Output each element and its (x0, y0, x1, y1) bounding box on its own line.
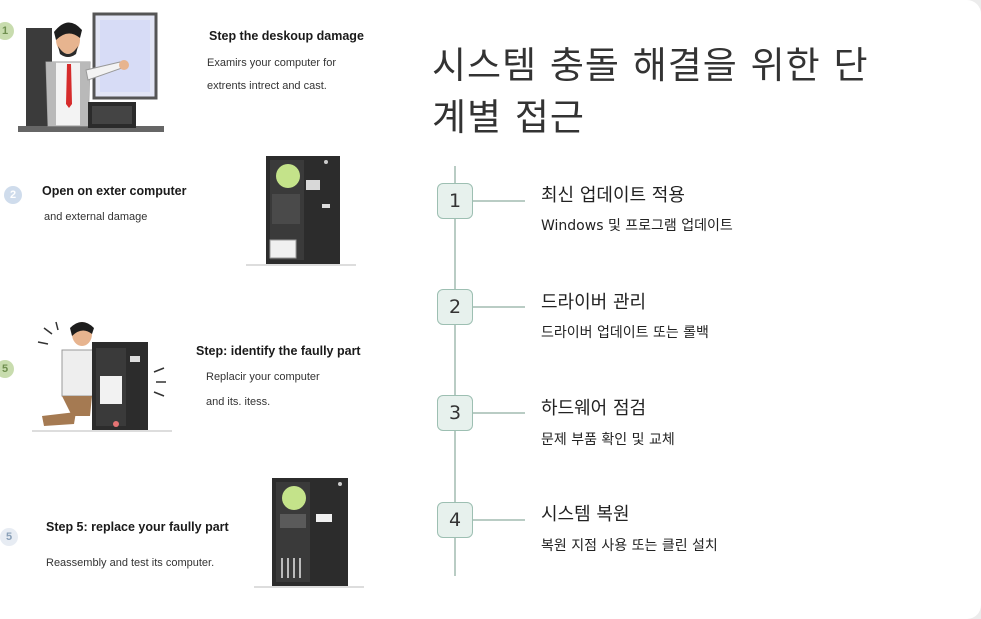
connector-line (473, 200, 525, 202)
page-title-line-2: 계별 접근 (432, 96, 585, 139)
connector-line (473, 306, 525, 308)
illustrated-step-desc: and its. itess. (206, 396, 271, 408)
illustrated-step-desc: Reassembly and test its computer. (46, 557, 215, 569)
illustrated-step-desc: Examirs your computer for (207, 57, 336, 69)
step-description: 드라이버 업데이트 또는 롤백 (541, 325, 709, 341)
step-number-box: 3 (437, 395, 473, 431)
step-title: 시스템 복원 (541, 504, 630, 525)
illustrated-step-title: Step 5: replace your faully part (46, 520, 229, 534)
illustrated-steps: 1 Step the deskoup damage Examirs your (0, 0, 410, 619)
pc-tower-illustration (246, 156, 356, 266)
illustrated-step-title: Step the deskoup damage (209, 29, 364, 43)
step-description: 복원 지점 사용 또는 클린 설치 (541, 538, 718, 554)
page-title-line-1: 시스템 충돌 해결을 위한 단 (432, 44, 869, 87)
page-title: 시스템 충돌 해결을 위한 단 계별 접근 (432, 40, 952, 144)
step-number-badge: 5 (0, 360, 14, 378)
pc-tower-illustration (254, 478, 364, 588)
timeline-line (454, 166, 456, 576)
step-number-badge: 5 (0, 528, 18, 546)
step-title: 하드웨어 점검 (541, 398, 647, 419)
step-number-box: 4 (437, 502, 473, 538)
step-number-box: 2 (437, 289, 473, 325)
step-title: 드라이버 관리 (541, 292, 647, 313)
step-description: 문제 부품 확인 및 교체 (541, 432, 675, 448)
step-number-box: 1 (437, 183, 473, 219)
illustrated-step-title: Step: identify the faully part (196, 344, 361, 358)
step-number-badge: 1 (0, 22, 14, 40)
illustrated-step-desc: and external damage (44, 211, 148, 223)
illustrated-step-title: Open on exter computer (42, 184, 187, 198)
man-presenting-illustration (18, 12, 164, 132)
illustrated-step-desc: Replacir your computer (206, 371, 320, 383)
step-number-badge: 2 (4, 186, 22, 204)
connector-line (473, 412, 525, 414)
step-description: Windows 및 프로그램 업데이트 (541, 218, 733, 234)
illustrated-step-desc: extrents intrect and cast. (207, 80, 327, 92)
connector-line (473, 519, 525, 521)
man-repairing-pc-illustration (32, 321, 172, 432)
step-title: 최신 업데이트 적용 (541, 185, 685, 206)
